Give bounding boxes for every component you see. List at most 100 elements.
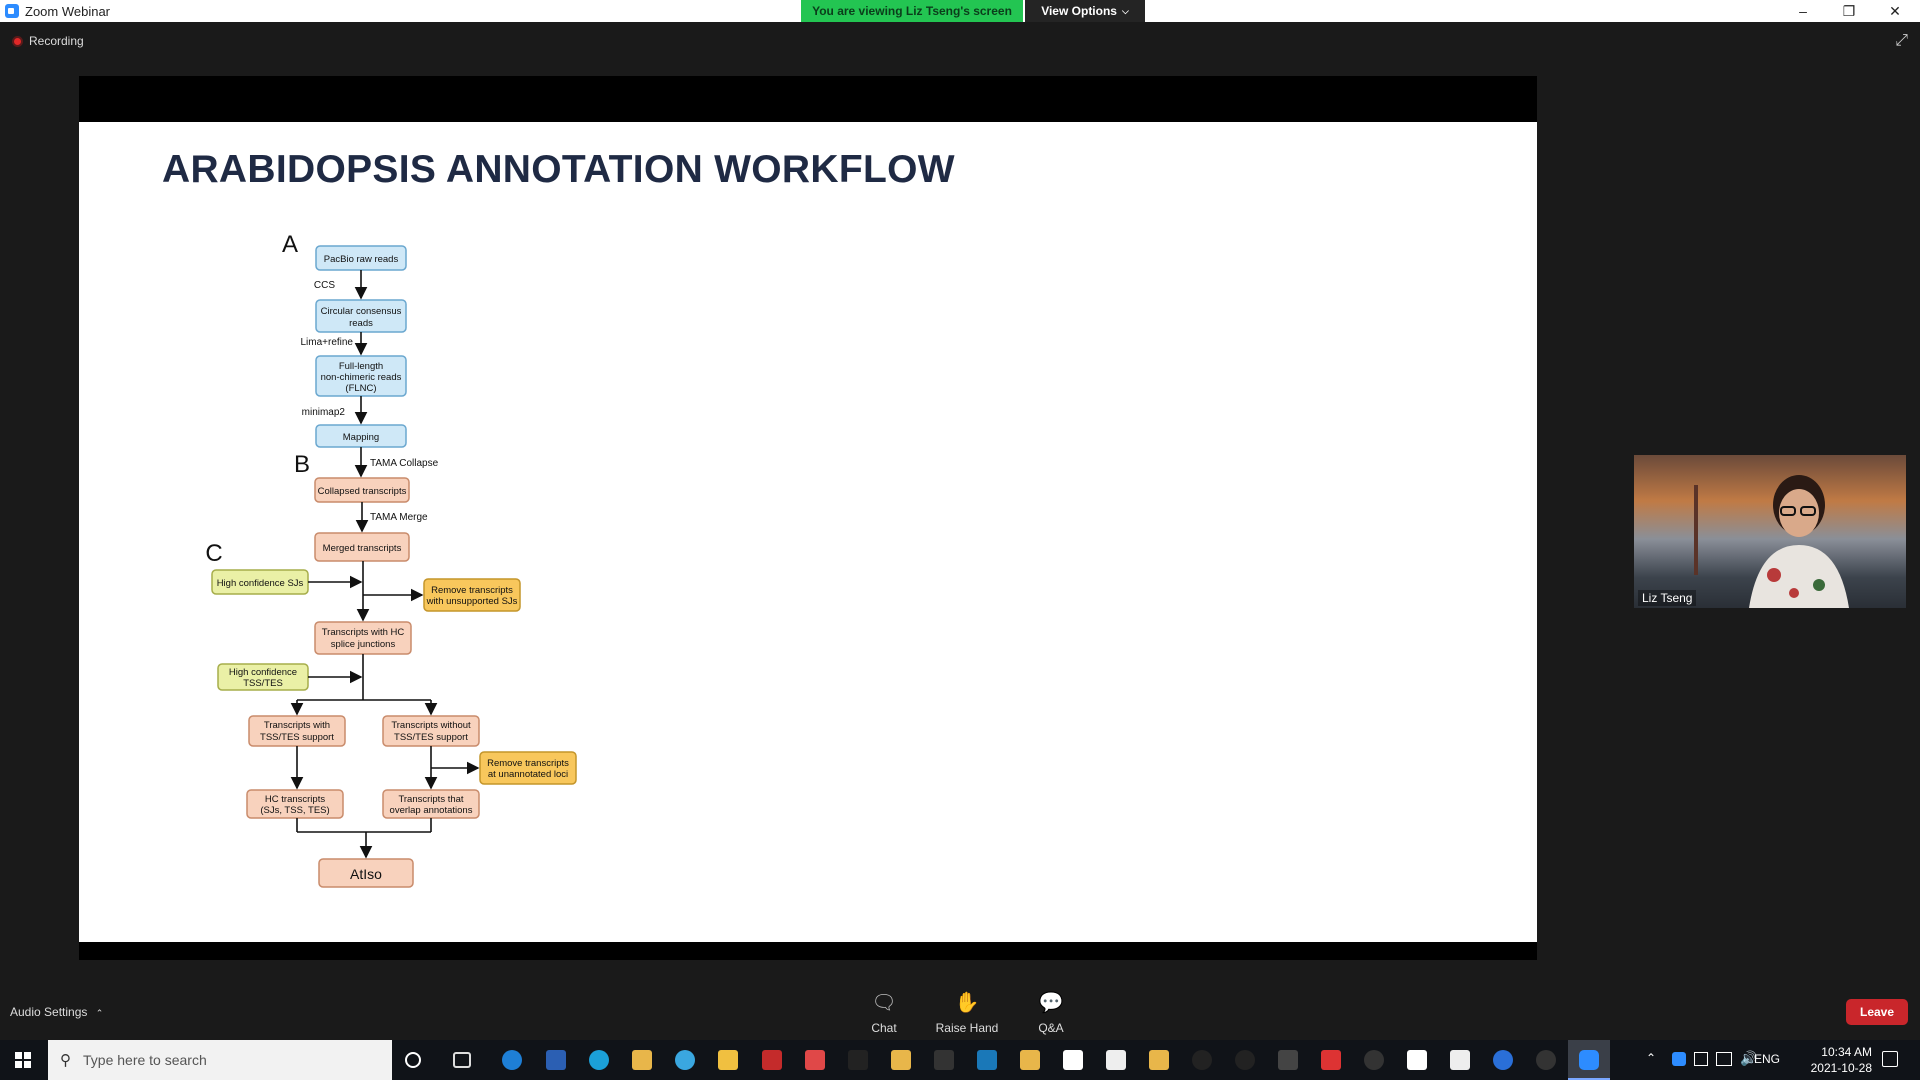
pinned-app-icon-12[interactable]: [1321, 1050, 1341, 1070]
chevron-up-icon: ⌃: [95, 1008, 104, 1018]
box-hc-transcripts-label-2: (SJs, TSS, TES): [260, 805, 329, 816]
box-with-tss-label-2: TSS/TES support: [260, 732, 334, 743]
section-letter-b: B: [294, 451, 310, 478]
network-icon[interactable]: [1716, 1052, 1732, 1066]
hand-icon: ✋: [954, 992, 980, 1014]
title-bar: Zoom Webinar You are viewing Liz Tseng's…: [0, 0, 1920, 22]
notifications-icon[interactable]: [1882, 1051, 1898, 1067]
start-button[interactable]: [0, 1040, 46, 1080]
pinned-app-icon-9[interactable]: [1149, 1050, 1169, 1070]
pinned-app-icon-3[interactable]: [805, 1050, 825, 1070]
internet-explorer-icon[interactable]: [502, 1050, 522, 1070]
qa-icon: 💬: [1038, 992, 1064, 1014]
box-flnc-label-3: (FLNC): [345, 383, 376, 394]
participant-video[interactable]: Liz Tseng: [1634, 455, 1906, 608]
box-remove-unannotated: [479, 751, 577, 785]
box-remove-unannotated-label-1: Remove transcripts: [487, 758, 569, 769]
box-without-tss-label-2: TSS/TES support: [394, 732, 468, 743]
system-clock[interactable]: 10:34 AM 2021-10-28: [1811, 1044, 1872, 1076]
edge-label-tama-collapse: TAMA Collapse: [370, 458, 439, 469]
recording-indicator[interactable]: Recording: [12, 34, 84, 48]
close-button[interactable]: ✕: [1889, 2, 1901, 19]
box-atiso: [318, 858, 414, 888]
raise-hand-button[interactable]: ✋ Raise Hand: [927, 990, 1007, 1035]
workflow-diagram: A B C PacBio raw reads Circular consensu…: [205, 231, 577, 888]
tray-chevron-icon[interactable]: ⌃: [1646, 1051, 1657, 1065]
section-letter-c: C: [205, 540, 222, 567]
bridge-tower-decor: [1694, 485, 1698, 575]
box-remove-unsupported: [423, 578, 521, 612]
pinned-app-icon-7[interactable]: [1020, 1050, 1040, 1070]
file-explorer-icon[interactable]: [718, 1050, 738, 1070]
pinned-app-icon-6[interactable]: [977, 1050, 997, 1070]
zoom-app-icon: [5, 4, 19, 18]
graduation-app-icon[interactable]: [848, 1050, 868, 1070]
pinned-app-icon-15[interactable]: [1536, 1050, 1556, 1070]
windows-logo-icon: [15, 1052, 31, 1068]
chat-icon: 🗨: [871, 992, 897, 1014]
restore-button[interactable]: ❐: [1842, 2, 1856, 19]
box-overlap-label-2: overlap annotations: [390, 805, 473, 816]
pinned-app-icon-8[interactable]: [1106, 1050, 1126, 1070]
box-hc-transcripts-label-1: HC transcripts: [265, 794, 325, 805]
word-app-icon[interactable]: [1063, 1050, 1083, 1070]
volume-icon[interactable]: 🔊: [1740, 1050, 1758, 1066]
viewing-screen-banner: You are viewing Liz Tseng's screen: [801, 0, 1023, 22]
audio-settings-label: Audio Settings: [10, 1005, 88, 1019]
box-hc-transcripts: [246, 789, 344, 819]
taskbar-search[interactable]: ⚲ Type here to search: [48, 1040, 392, 1080]
edge-label-ccs: CCS: [314, 280, 335, 291]
cortana-icon[interactable]: [405, 1052, 421, 1068]
qa-button[interactable]: 💬 Q&A: [1011, 990, 1091, 1035]
pinned-app-icon-14[interactable]: [1450, 1050, 1470, 1070]
pinned-app-icon-4[interactable]: [891, 1050, 911, 1070]
box-flnc-label-2: non-chimeric reads: [321, 372, 402, 383]
calendar-app-icon[interactable]: [546, 1050, 566, 1070]
r-app-icon[interactable]: [1493, 1050, 1513, 1070]
leave-button[interactable]: Leave: [1846, 999, 1908, 1025]
box-circular-label-1: Circular consensus: [321, 306, 402, 317]
globe-app-icon[interactable]: [675, 1050, 695, 1070]
edge-label-tama-merge: TAMA Merge: [370, 512, 428, 523]
section-letter-a: A: [282, 231, 298, 258]
box-hc-sjs-label: High confidence SJs: [217, 578, 304, 589]
zoom-taskbar-button[interactable]: [1568, 1040, 1610, 1080]
slide: ARABIDOPSIS ANNOTATION WORKFLOW A B C Pa…: [79, 122, 1537, 942]
windows-taskbar: ⚲ Type here to search ⌃ 🔊 ENG 10:34 AM 2…: [0, 1040, 1920, 1080]
pinned-app-icon-5[interactable]: [934, 1050, 954, 1070]
audio-settings-button[interactable]: Audio Settings ⌃: [10, 1005, 103, 1019]
github-app-icon[interactable]: [1364, 1050, 1384, 1070]
shared-screen: ARABIDOPSIS ANNOTATION WORKFLOW A B C Pa…: [79, 76, 1537, 986]
chat-label: Chat: [871, 1021, 897, 1035]
minimize-button[interactable]: –: [1799, 3, 1807, 19]
box-atiso-label: AtIso: [350, 866, 382, 882]
box-with-tss-label-1: Transcripts with: [264, 720, 330, 731]
fullscreen-icon[interactable]: ⤢: [1895, 32, 1908, 49]
slide-title: ARABIDOPSIS ANNOTATION WORKFLOW: [162, 148, 955, 191]
pinned-app-icon-1[interactable]: [632, 1050, 652, 1070]
meeting-controls: Audio Settings ⌃ 🗨 Chat ✋ Raise Hand 💬 Q…: [0, 960, 1920, 1040]
box-circular-label-2: reads: [349, 318, 373, 329]
chat-button[interactable]: 🗨 Chat: [844, 990, 924, 1035]
view-options-button[interactable]: View Options ⌵: [1025, 0, 1145, 22]
meeting-area: Recording ⤢ ARABIDOPSIS ANNOTATION WORKF…: [0, 22, 1920, 1040]
box-merged-label: Merged transcripts: [323, 543, 402, 554]
meet-now-icon[interactable]: [1694, 1052, 1708, 1066]
box-without-tss-label-1: Transcripts without: [391, 720, 471, 731]
window-title: Zoom Webinar: [25, 3, 111, 19]
recording-label: Recording: [29, 34, 84, 48]
edge-icon[interactable]: [589, 1050, 609, 1070]
search-placeholder: Type here to search: [83, 1052, 207, 1068]
box-hc-tss-label-1: High confidence: [229, 667, 297, 678]
pinned-app-icon-11[interactable]: [1235, 1050, 1255, 1070]
box-hc-tss-label-2: TSS/TES: [243, 678, 283, 689]
pinned-app-icon-2[interactable]: [762, 1050, 782, 1070]
pinned-app-icon-13[interactable]: [1407, 1050, 1427, 1070]
pinned-app-icon-10[interactable]: [1192, 1050, 1212, 1070]
wikipedia-app-icon[interactable]: [1278, 1050, 1298, 1070]
edge-label-lima: Lima+refine: [300, 337, 353, 348]
task-view-icon[interactable]: [453, 1052, 471, 1068]
participant-silhouette: [1749, 475, 1849, 608]
language-indicator[interactable]: ENG: [1753, 1052, 1780, 1066]
tray-app-icon[interactable]: [1672, 1052, 1686, 1066]
